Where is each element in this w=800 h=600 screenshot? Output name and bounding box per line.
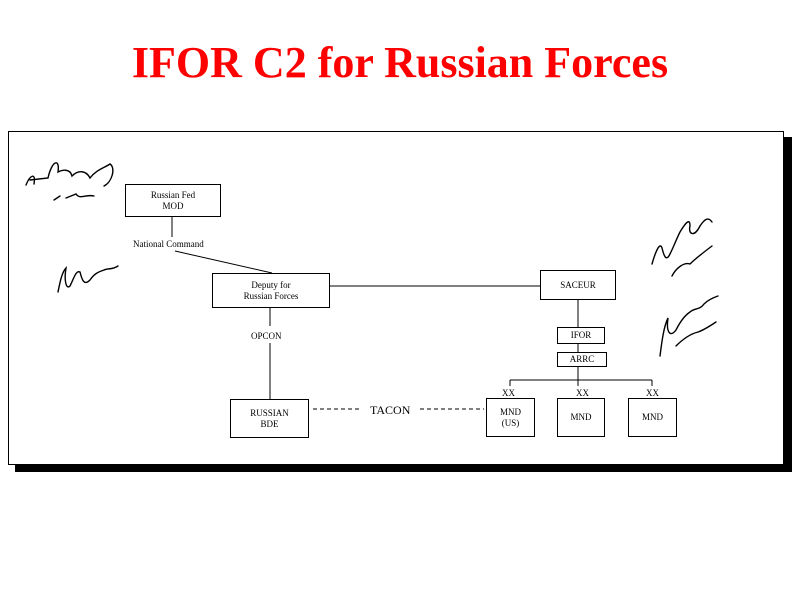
- label-tacon: TACON: [370, 403, 411, 417]
- node-deputy-russian-forces: Deputy for Russian Forces: [212, 273, 330, 308]
- node-deputy-line1: Deputy for: [251, 279, 291, 290]
- node-mnd-us-line2: (US): [501, 417, 520, 428]
- division-symbol-3: XX: [646, 388, 659, 398]
- node-mnd-us-line1: MND: [499, 406, 521, 417]
- node-ifor-label: IFOR: [570, 330, 592, 340]
- label-opcon: OPCON: [251, 331, 282, 341]
- node-russian-fed-mod-line1: Russian Fed: [150, 189, 196, 200]
- node-arrc: ARRC: [557, 352, 607, 367]
- page-title: IFOR C2 for Russian Forces: [131, 38, 669, 87]
- node-russian-bde: RUSSIAN BDE: [230, 399, 309, 438]
- node-russian-bde-line1: RUSSIAN: [250, 407, 289, 418]
- node-saceur-label: SACEUR: [560, 279, 596, 290]
- label-national-command: National Command: [133, 239, 204, 249]
- node-mnd-2-label: MND: [570, 412, 592, 422]
- node-mnd-3-label: MND: [641, 412, 663, 422]
- division-symbol-1: XX: [502, 388, 515, 398]
- division-symbol-2: XX: [576, 388, 589, 398]
- node-saceur: SACEUR: [540, 270, 616, 300]
- signature-2: [57, 265, 119, 293]
- node-deputy-line2: Russian Forces: [243, 290, 299, 301]
- signature-1: [25, 162, 114, 201]
- node-mnd-2: MND: [557, 398, 605, 437]
- node-mnd-3: MND: [628, 398, 677, 437]
- node-russian-bde-line2: BDE: [260, 418, 279, 429]
- node-arrc-label: ARRC: [569, 354, 595, 364]
- node-russian-fed-mod: Russian Fed MOD: [125, 184, 221, 217]
- signature-3: [651, 218, 713, 277]
- node-mnd-us: MND (US): [486, 398, 535, 437]
- node-ifor: IFOR: [557, 327, 605, 344]
- node-russian-fed-mod-line2: MOD: [162, 200, 184, 211]
- signature-4: [659, 295, 719, 357]
